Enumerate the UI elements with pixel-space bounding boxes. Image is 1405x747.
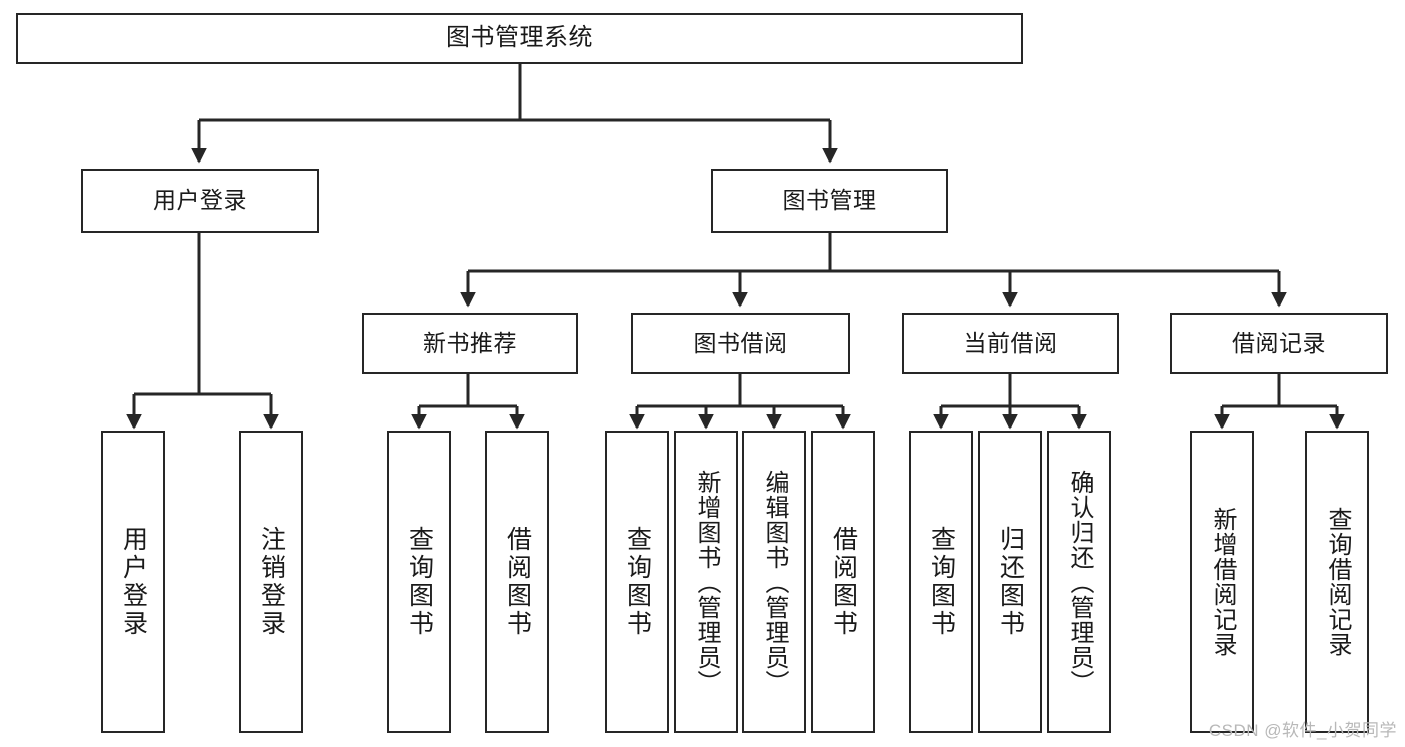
node-label: 查询图书	[405, 526, 434, 638]
node-label: 新增图书（管理员）	[693, 469, 720, 695]
node-root-book-management-system[interactable]: 图书管理系统	[16, 13, 1023, 64]
node-label: 图书借阅	[693, 329, 788, 356]
node-label: 查询借阅记录	[1324, 507, 1351, 657]
leaf-query-borrow-record[interactable]: 查询借阅记录	[1305, 431, 1369, 733]
node-label: 确认归还（管理员）	[1066, 469, 1093, 695]
leaf-borrow-book-borrow[interactable]: 借阅图书	[811, 431, 875, 733]
node-label: 借阅图书	[503, 526, 532, 638]
node-label: 注销登录	[257, 526, 286, 638]
node-label: 新书推荐	[423, 329, 517, 356]
leaf-add-book-admin[interactable]: 新增图书（管理员）	[674, 431, 738, 733]
node-label: 图书管理	[782, 187, 877, 214]
node-new-book-recommend[interactable]: 新书推荐	[362, 313, 578, 374]
node-label: 查询图书	[927, 526, 956, 638]
leaf-return-book[interactable]: 归还图书	[978, 431, 1042, 733]
node-label: 图书管理系统	[446, 24, 593, 52]
leaf-add-borrow-record[interactable]: 新增借阅记录	[1190, 431, 1254, 733]
node-label: 用户登录	[119, 526, 148, 638]
node-book-management[interactable]: 图书管理	[711, 169, 948, 233]
node-book-borrow[interactable]: 图书借阅	[631, 313, 850, 374]
node-current-borrow[interactable]: 当前借阅	[902, 313, 1119, 374]
leaf-user-login[interactable]: 用户登录	[101, 431, 165, 733]
node-label: 用户登录	[153, 187, 247, 214]
leaf-query-book-borrow[interactable]: 查询图书	[605, 431, 669, 733]
node-label: 编辑图书（管理员）	[761, 469, 788, 695]
node-label: 借阅图书	[829, 526, 858, 638]
node-borrow-record[interactable]: 借阅记录	[1170, 313, 1388, 374]
leaf-edit-book-admin[interactable]: 编辑图书（管理员）	[742, 431, 806, 733]
node-user-login[interactable]: 用户登录	[81, 169, 319, 233]
node-label: 当前借阅	[963, 329, 1058, 356]
leaf-confirm-return-admin[interactable]: 确认归还（管理员）	[1047, 431, 1111, 733]
leaf-borrow-book-recommend[interactable]: 借阅图书	[485, 431, 549, 733]
leaf-query-book-recommend[interactable]: 查询图书	[387, 431, 451, 733]
node-label: 借阅记录	[1232, 329, 1326, 356]
node-label: 查询图书	[623, 526, 652, 638]
leaf-query-book-current[interactable]: 查询图书	[909, 431, 973, 733]
csdn-watermark: CSDN @软件_小贺同学	[1208, 721, 1397, 740]
node-label: 新增借阅记录	[1209, 507, 1236, 657]
node-label: 归还图书	[996, 526, 1025, 638]
leaf-logout-login[interactable]: 注销登录	[239, 431, 303, 733]
